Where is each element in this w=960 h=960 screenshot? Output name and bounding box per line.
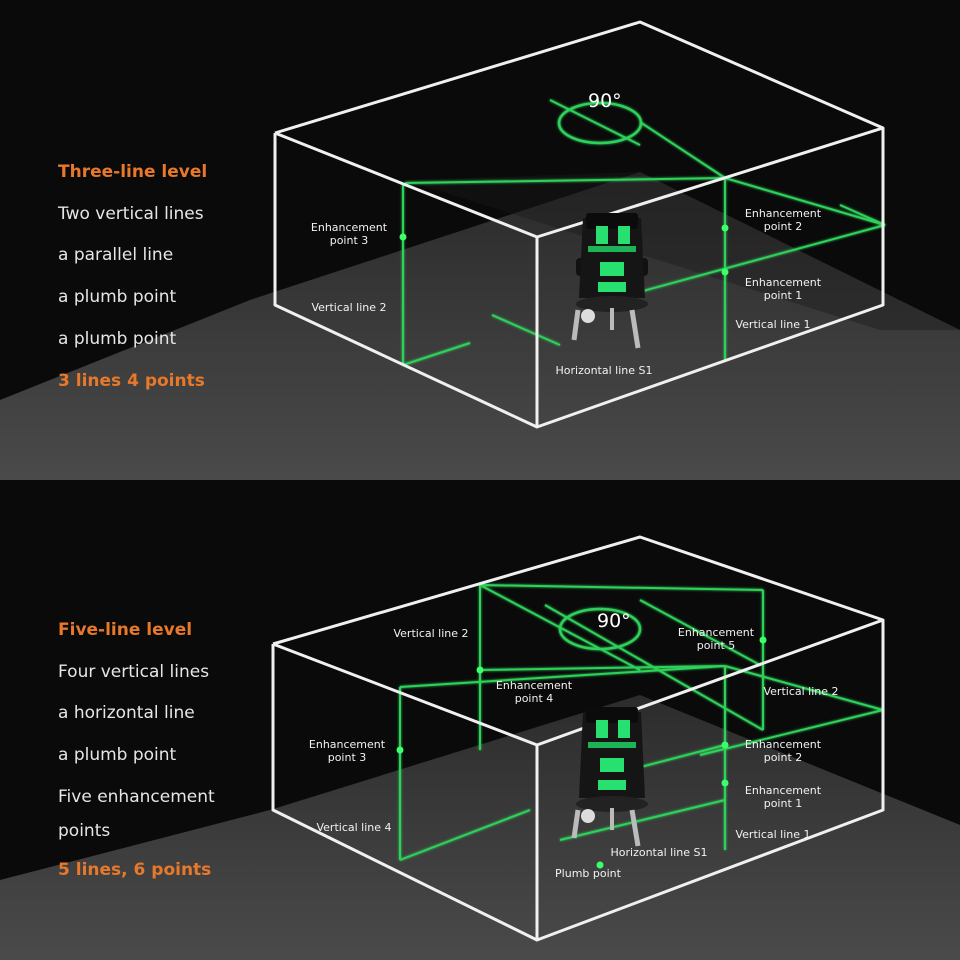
- feature-line: a horizontal line: [58, 703, 195, 723]
- label-plumb-point: Plumb point: [555, 867, 621, 880]
- feature-line: a plumb point: [58, 329, 177, 349]
- feature-line: Two vertical lines: [58, 204, 204, 224]
- angle-label: 90°: [597, 610, 631, 632]
- three-line-scene: [0, 20, 960, 480]
- feature-line: a plumb point: [58, 745, 177, 765]
- panel-title: Three-line level: [58, 162, 208, 182]
- feature-line: Five enhancement: [58, 787, 215, 807]
- label-vertical-line-1: Vertical line 1: [735, 828, 811, 841]
- feature-line: Four vertical lines: [58, 662, 210, 682]
- label-vertical-line-2-top: Vertical line 2: [393, 627, 469, 640]
- label-horizontal-line-s1: Horizontal line S1: [555, 364, 653, 377]
- feature-line: a plumb point: [58, 287, 177, 307]
- three-line-panel: 90° Three-line level Two vertical lines …: [0, 20, 960, 480]
- angle-label: 90°: [588, 90, 622, 112]
- floor: [0, 695, 960, 960]
- enhancement-points: [396, 636, 767, 869]
- panel-title: Five-line level: [58, 620, 193, 640]
- enhancement-points: [399, 224, 729, 276]
- label-vertical-line-4: Vertical line 4: [316, 821, 392, 834]
- floor: [0, 172, 960, 480]
- laser-level-device: [571, 707, 648, 847]
- five-line-scene: [0, 535, 960, 960]
- label-vertical-line-2: Vertical line 2: [311, 301, 387, 314]
- laser-lines: [402, 99, 886, 366]
- panel-summary: 3 lines 4 points: [58, 371, 205, 391]
- label-horizontal-line-s1: Horizontal line S1: [610, 846, 708, 859]
- label-vertical-line-2-right: Vertical line 2: [763, 685, 839, 698]
- floor-back-wall-shadow: [405, 172, 960, 330]
- label-vertical-line-1: Vertical line 1: [735, 318, 811, 331]
- laser-level-device: [571, 213, 648, 349]
- panel-summary: 5 lines, 6 points: [58, 860, 212, 880]
- feature-line: points: [58, 821, 111, 841]
- feature-line: a parallel line: [58, 245, 174, 265]
- five-line-panel: 90° Five-line level Four vertical lines …: [0, 480, 960, 960]
